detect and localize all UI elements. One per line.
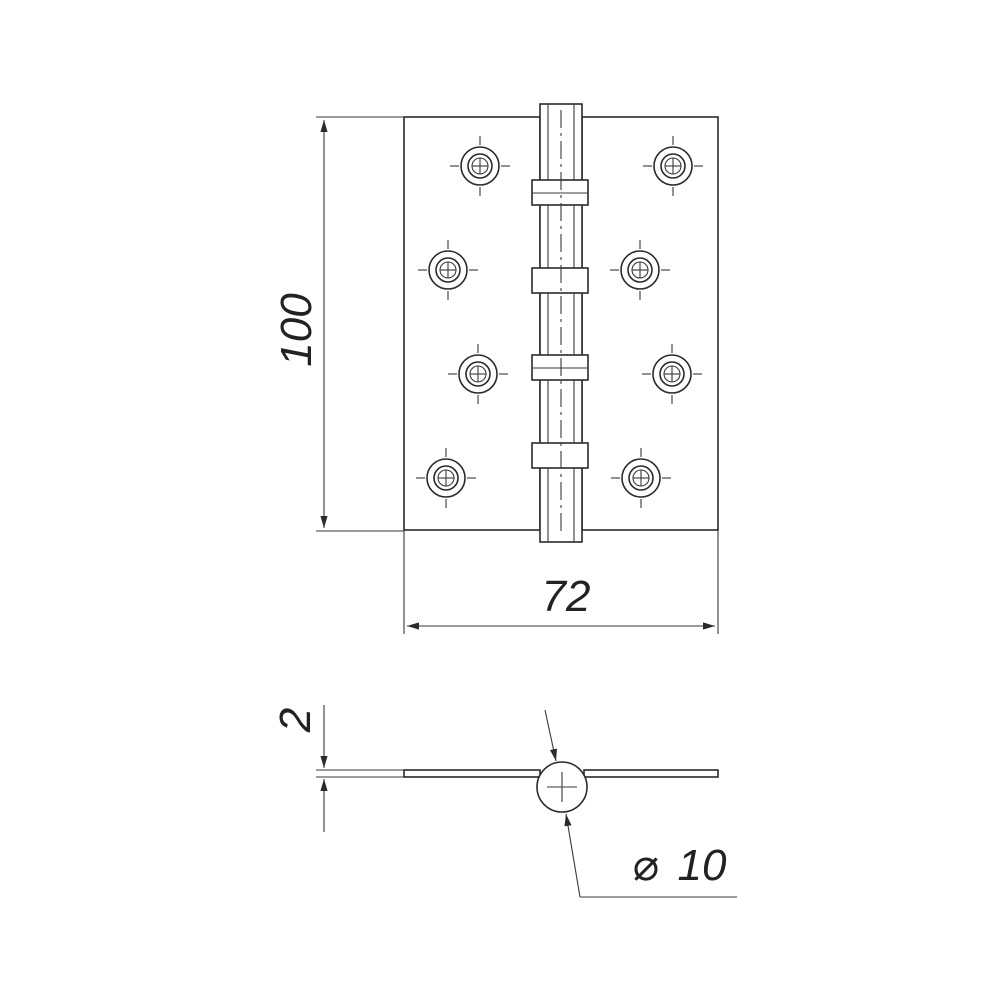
screw-hole bbox=[610, 240, 670, 300]
width-dimension-label: 72 bbox=[542, 572, 591, 621]
thickness-dimension-label: 2 bbox=[271, 708, 320, 733]
hinge-side-view bbox=[403, 761, 719, 813]
right-leaf bbox=[581, 116, 719, 531]
height-dimension: 100 bbox=[272, 116, 404, 532]
knuckle-barrel bbox=[531, 103, 589, 543]
width-dimension: 72 bbox=[403, 530, 719, 634]
screw-hole bbox=[450, 136, 510, 196]
screw-hole bbox=[611, 448, 671, 508]
screw-hole bbox=[416, 448, 476, 508]
screw-hole bbox=[642, 344, 702, 404]
diameter-symbol: ⌀ bbox=[633, 841, 660, 890]
screw-holes bbox=[416, 136, 703, 508]
height-dimension-label: 100 bbox=[272, 293, 321, 367]
screw-hole bbox=[448, 344, 508, 404]
side-right-leaf bbox=[583, 769, 719, 778]
screw-hole bbox=[418, 240, 478, 300]
diameter-dimension: ⌀ 10 bbox=[544, 709, 737, 898]
side-left-leaf bbox=[403, 769, 541, 778]
left-leaf bbox=[403, 116, 541, 531]
screw-hole bbox=[643, 136, 703, 196]
thickness-dimension: 2 bbox=[271, 705, 404, 832]
diameter-dimension-label: 10 bbox=[678, 841, 727, 890]
hinge-front-view bbox=[403, 103, 719, 543]
